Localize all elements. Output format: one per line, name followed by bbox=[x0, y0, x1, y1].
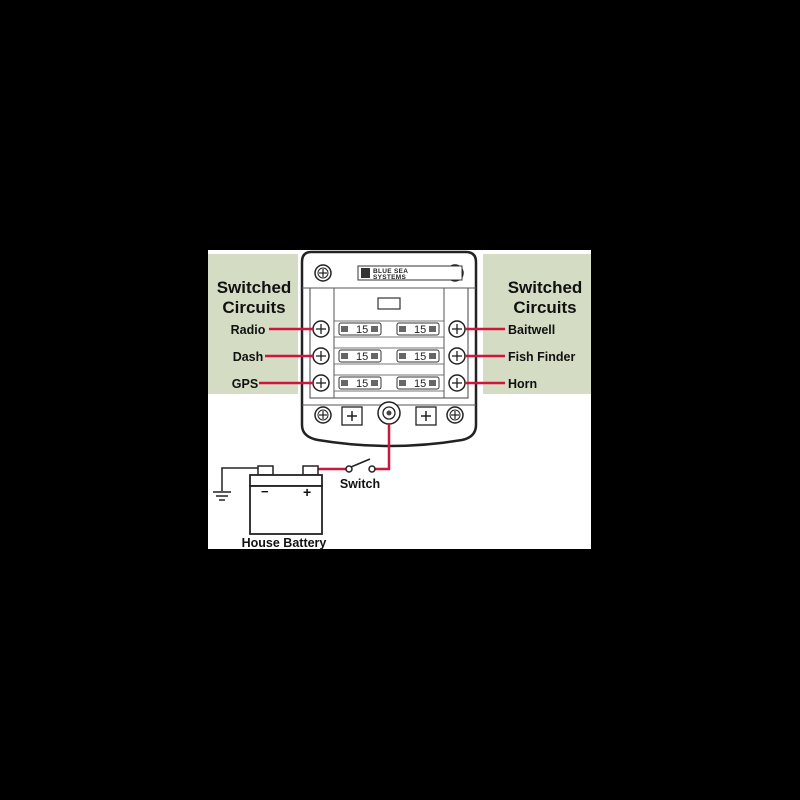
fuse-rating-label: 15 bbox=[414, 378, 426, 390]
terminal-screw-left-2 bbox=[312, 347, 330, 365]
battery-body bbox=[249, 485, 323, 535]
left-panel-title-line1: Switched bbox=[217, 278, 292, 297]
fuse-rating-label: 15 bbox=[414, 324, 426, 336]
battery-negative-sign: − bbox=[261, 484, 269, 499]
fuse-block: BLUE SEA SYSTEMS 15 15 bbox=[300, 250, 478, 448]
right-panel-title-line1: Switched bbox=[508, 278, 583, 297]
mounting-screw-bottom-left bbox=[314, 406, 332, 424]
blade-fuse-right-1: 15 bbox=[396, 322, 440, 336]
blade-fuse-left-3: 15 bbox=[338, 376, 382, 390]
blade-fuse-right-2: 15 bbox=[396, 349, 440, 363]
circuit-label-gps: GPS bbox=[232, 377, 258, 391]
fuse-row-3: 15 15 bbox=[333, 374, 445, 392]
fuse-rating-label: 15 bbox=[356, 378, 368, 390]
terminal-screw-right-1 bbox=[448, 320, 466, 338]
terminal-screw-right-3 bbox=[448, 374, 466, 392]
positive-feed-wire bbox=[374, 424, 391, 471]
blade-fuse-left-1: 15 bbox=[338, 322, 382, 336]
brand-logo-mark-icon bbox=[361, 268, 370, 278]
fuse-row-1: 15 15 bbox=[333, 320, 445, 338]
circuit-label-dash: Dash bbox=[233, 350, 264, 364]
fuse-rating-label: 15 bbox=[414, 351, 426, 363]
mounting-screw-bottom-right bbox=[446, 406, 464, 424]
indicator-window bbox=[377, 297, 401, 310]
fuse-row-2: 15 15 bbox=[333, 347, 445, 365]
ground-symbol-icon bbox=[213, 491, 231, 501]
circuit-label-baitwell: Baitwell bbox=[508, 323, 555, 337]
terminal-screw-left-3 bbox=[312, 374, 330, 392]
positive-terminal-box-right bbox=[415, 406, 437, 426]
right-panel-title-line2: Circuits bbox=[513, 298, 576, 317]
battery-label: House Battery bbox=[242, 536, 327, 550]
brand-logo-line1: BLUE SEA bbox=[373, 268, 408, 275]
brand-logo-line2: SYSTEMS bbox=[373, 274, 407, 281]
circuit-wires bbox=[259, 327, 505, 385]
terminal-screw-left-1 bbox=[312, 320, 330, 338]
left-label-panel bbox=[208, 254, 298, 394]
blade-fuse-left-2: 15 bbox=[338, 349, 382, 363]
brand-logo-plate bbox=[357, 265, 463, 281]
right-label-panel bbox=[483, 254, 591, 394]
house-battery: − + bbox=[249, 465, 323, 535]
switch-symbol bbox=[345, 458, 376, 473]
positive-terminal-box-left bbox=[341, 406, 363, 426]
circuit-label-radio: Radio bbox=[231, 323, 266, 337]
fuse-rating-label: 15 bbox=[356, 351, 368, 363]
battery-terminal-negative bbox=[257, 465, 274, 476]
battery-terminal-positive bbox=[302, 465, 319, 476]
mounting-screw-top-left bbox=[314, 264, 332, 282]
blade-fuse-right-3: 15 bbox=[396, 376, 440, 390]
main-power-stud bbox=[377, 401, 401, 425]
circuit-label-horn: Horn bbox=[508, 377, 537, 391]
terminal-screw-right-2 bbox=[448, 347, 466, 365]
fuse-rating-label: 15 bbox=[356, 324, 368, 336]
left-panel-title-line2: Circuits bbox=[222, 298, 285, 317]
circuit-label-fish-finder: Fish Finder bbox=[508, 350, 576, 364]
battery-positive-sign: + bbox=[303, 484, 311, 500]
switch-label: Switch bbox=[340, 477, 380, 491]
